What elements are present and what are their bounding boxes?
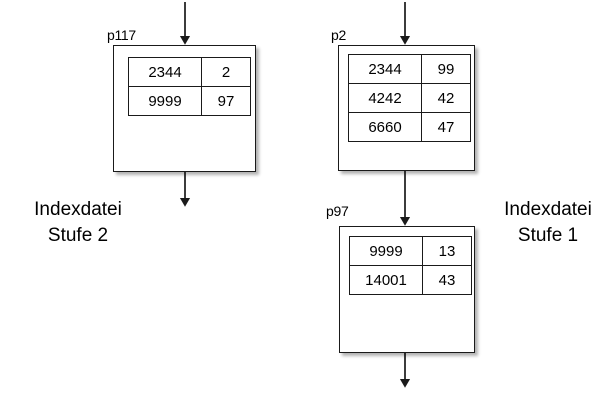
entry-table-p97: 9999 13 14001 43 bbox=[349, 236, 472, 295]
entry-pointer: 42 bbox=[421, 83, 471, 113]
page-box-p97[interactable]: 9999 13 14001 43 bbox=[339, 226, 475, 353]
caption-line-1: Indexdatei bbox=[34, 199, 122, 220]
entry-pointer: 13 bbox=[422, 236, 472, 266]
caption-line-2: Stufe 2 bbox=[47, 224, 109, 246]
entry-key: 2344 bbox=[128, 57, 202, 87]
table-row: 2344 2 bbox=[128, 57, 251, 87]
table-row: 2344 99 bbox=[348, 54, 471, 84]
entry-key: 14001 bbox=[349, 265, 423, 295]
entry-key: 2344 bbox=[348, 54, 422, 84]
box-label-p97: p97 bbox=[326, 203, 349, 219]
caption-line-2: Stufe 1 bbox=[517, 224, 579, 246]
box-label-p2: p2 bbox=[331, 27, 346, 43]
page-box-p2[interactable]: 2344 99 4242 42 6660 47 bbox=[338, 45, 475, 171]
box-label-p117: p117 bbox=[107, 27, 136, 43]
entry-pointer: 97 bbox=[201, 86, 251, 116]
entry-table-p2: 2344 99 4242 42 6660 47 bbox=[348, 54, 471, 142]
entry-pointer: 43 bbox=[422, 265, 472, 295]
table-row: 6660 47 bbox=[348, 112, 471, 142]
entry-key: 9999 bbox=[128, 86, 202, 116]
entry-pointer: 47 bbox=[421, 112, 471, 142]
entry-table-p117: 2344 2 9999 97 bbox=[128, 57, 251, 116]
entry-key: 4242 bbox=[348, 83, 422, 113]
table-row: 9999 97 bbox=[128, 86, 251, 116]
caption-indexdatei-stufe-2: Indexdatei Stufe 2 bbox=[18, 197, 138, 248]
page-box-p117[interactable]: 2344 2 9999 97 bbox=[113, 45, 256, 172]
table-row: 4242 42 bbox=[348, 83, 471, 113]
entry-pointer: 99 bbox=[421, 54, 471, 84]
caption-line-1: Indexdatei bbox=[504, 199, 592, 220]
caption-indexdatei-stufe-1: Indexdatei Stufe 1 bbox=[490, 197, 606, 248]
entry-pointer: 2 bbox=[201, 57, 251, 87]
table-row: 14001 43 bbox=[349, 265, 472, 295]
table-row: 9999 13 bbox=[349, 236, 472, 266]
entry-key: 9999 bbox=[349, 236, 423, 266]
entry-key: 6660 bbox=[348, 112, 422, 142]
